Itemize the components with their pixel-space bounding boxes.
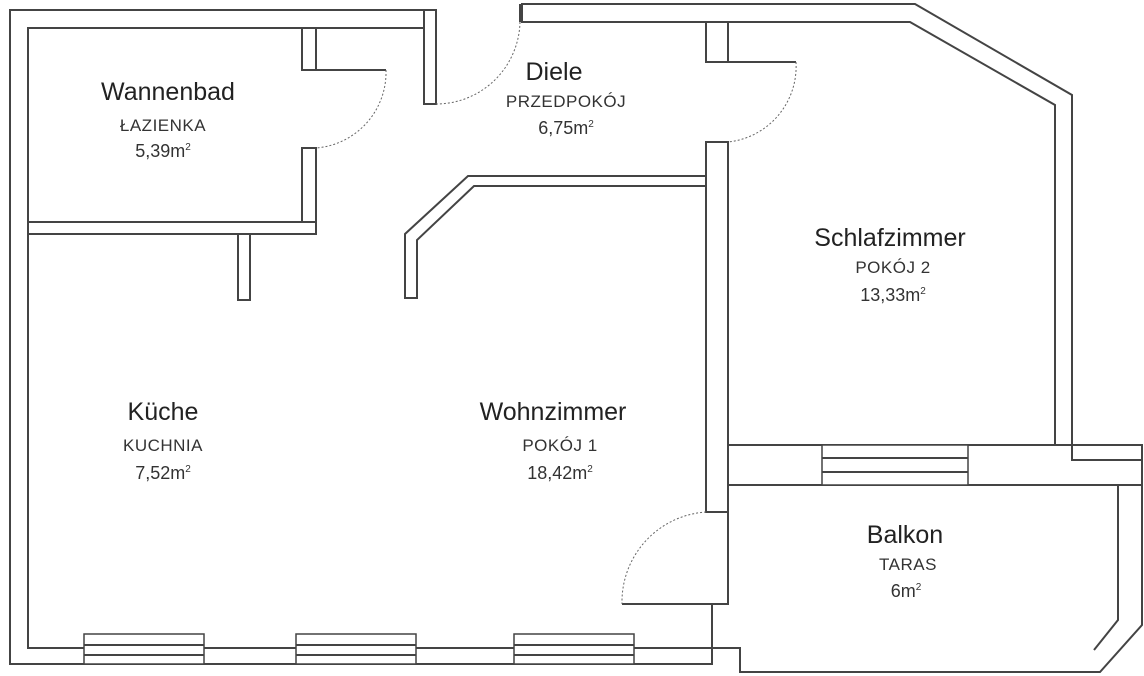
- room-balcony: Balkon TARAS 6m2: [867, 521, 943, 601]
- room-name: Küche: [128, 398, 199, 426]
- room-name: Schlafzimmer: [814, 224, 965, 252]
- room-name-pl: POKÓJ 2: [855, 258, 930, 277]
- balcony-inner-edge: [1093, 485, 1119, 651]
- room-name: Balkon: [867, 521, 943, 549]
- room-hall: Diele PRZEDPOKÓJ 6,75m2: [506, 58, 626, 138]
- room-name: Diele: [526, 58, 583, 86]
- hall-south-wall: [404, 175, 707, 299]
- window-living-2: [513, 633, 635, 665]
- room-area: 6,75m2: [538, 118, 594, 138]
- room-name-pl: POKÓJ 1: [522, 436, 597, 455]
- window-kitchen: [83, 633, 205, 665]
- room-name-pl: TARAS: [879, 555, 937, 574]
- room-name-pl: KUCHNIA: [123, 436, 203, 455]
- bedroom-wall-west: [705, 141, 729, 513]
- room-name: Wannenbad: [101, 78, 235, 106]
- room-name: Wohnzimmer: [480, 398, 627, 426]
- bathroom-wall-south: [27, 221, 317, 235]
- room-area: 7,52m2: [135, 463, 191, 483]
- bathroom-wall-east-lower: [301, 147, 317, 233]
- door-balcony: [621, 511, 712, 605]
- room-name-pl: PRZEDPOKÓJ: [506, 92, 626, 111]
- window-living-1: [295, 633, 417, 665]
- room-area: 18,42m2: [527, 463, 593, 483]
- room-area: 5,39m2: [135, 141, 191, 161]
- hall-wall-east: [705, 21, 729, 63]
- room-bathroom: Wannenbad ŁAZIENKA 5,39m2: [101, 78, 235, 161]
- hall-wall-west-top: [423, 9, 437, 105]
- door-entrance: [435, 4, 521, 105]
- room-kitchen: Küche KUCHNIA 7,52m2: [123, 398, 203, 483]
- room-living: Wohnzimmer POKÓJ 1 18,42m2: [480, 398, 627, 483]
- bathroom-wall-east: [301, 27, 317, 71]
- room-name-pl: ŁAZIENKA: [120, 116, 206, 135]
- door-bedroom: [727, 61, 797, 143]
- room-area: 13,33m2: [860, 285, 926, 305]
- room-area: 6m2: [891, 581, 922, 601]
- balcony-outline: [711, 485, 1143, 673]
- room-bedroom: Schlafzimmer POKÓJ 2 13,33m2: [814, 224, 965, 305]
- door-bathroom: [315, 69, 387, 149]
- kitchen-stub-wall: [237, 233, 251, 301]
- window-bedroom: [821, 444, 969, 486]
